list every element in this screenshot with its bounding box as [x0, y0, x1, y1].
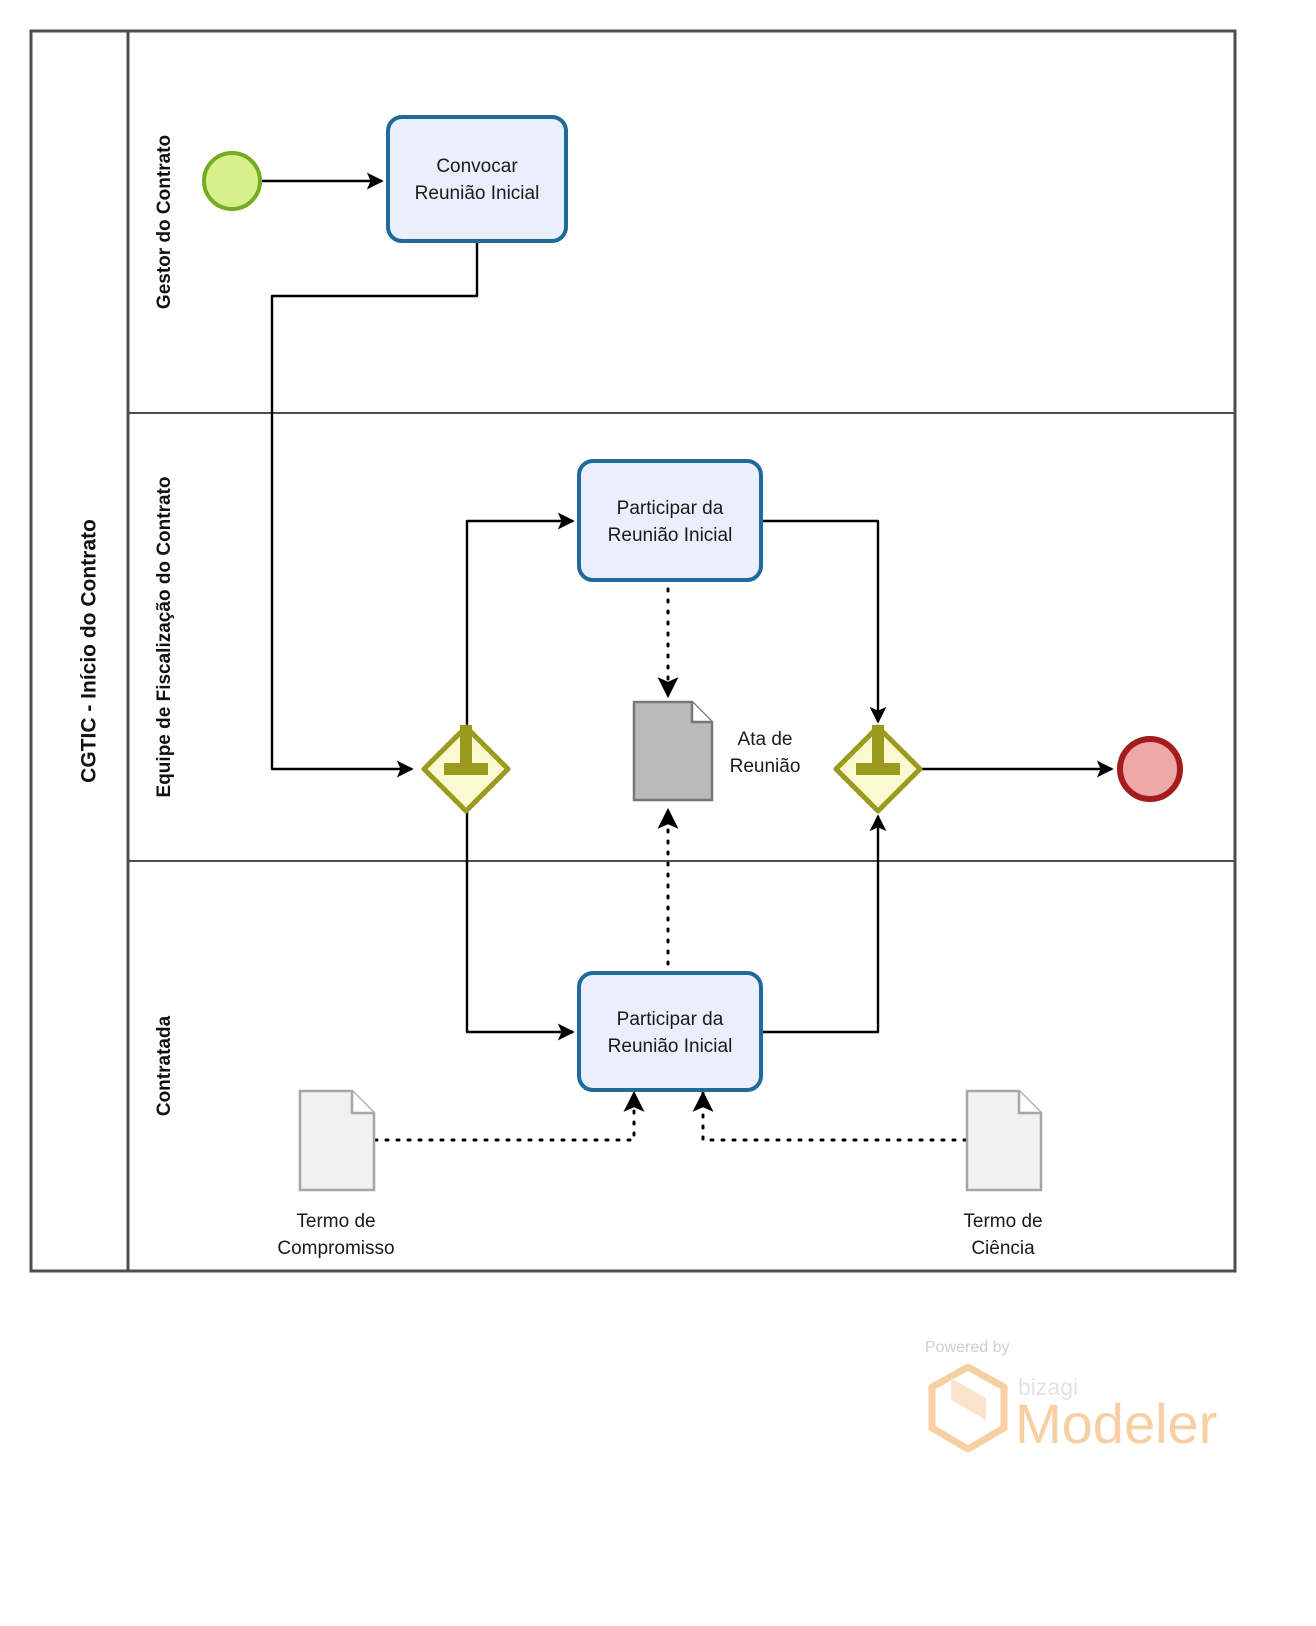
- powered-by-label: Powered by: [925, 1339, 1010, 1356]
- lane-contratada-label: Contratada: [154, 1015, 175, 1116]
- bizagi-modeler-watermark: Powered by bizagi Modeler: [925, 1339, 1217, 1455]
- data-object-ata-label-line2: Reunião: [730, 756, 801, 777]
- lane-contratada: Contratada: [127, 860, 1236, 1272]
- bizagi-logo-icon: [928, 1363, 1008, 1453]
- flow-split-to-participar-equipe: [465, 512, 575, 727]
- start-event[interactable]: [202, 151, 262, 211]
- assoc-ciencia-to-contratada: [692, 1090, 968, 1142]
- task-participar-reuniao-inicial-equipe[interactable]: Participar da Reunião Inicial: [577, 459, 763, 582]
- task-participar-equipe-label-line2: Reunião Inicial: [608, 525, 733, 546]
- task-participar-reuniao-inicial-contratada[interactable]: Participar da Reunião Inicial: [577, 971, 763, 1092]
- data-object-ciencia-label-line1: Termo de: [963, 1211, 1042, 1232]
- gateway-parallel-join[interactable]: [833, 724, 923, 814]
- pool-title: CGTIC - Início do Contrato: [78, 519, 101, 783]
- modeler-wordmark: Modeler: [1015, 1392, 1217, 1455]
- data-object-ata-label-line1: Ata de: [738, 729, 793, 750]
- task-convocar-label-line1: Convocar: [436, 156, 518, 177]
- plus-icon: [856, 725, 900, 775]
- flow-participar-equipe-to-join: [762, 519, 887, 724]
- task-convocar-reuniao-inicial[interactable]: Convocar Reunião Inicial: [386, 115, 568, 243]
- task-participar-contratada-label-line2: Reunião Inicial: [608, 1036, 733, 1057]
- data-object-termo-de-compromisso[interactable]: Termo de Compromisso: [277, 1089, 395, 1259]
- data-object-compromisso-label-line1: Termo de: [296, 1211, 375, 1232]
- data-object-termo-de-ciencia[interactable]: Termo de Ciência: [963, 1089, 1043, 1259]
- flow-split-to-participar-contratada: [465, 811, 575, 1041]
- data-object-ata-de-reuniao[interactable]: Ata de Reunião: [632, 700, 801, 802]
- flow-convocar-to-split: [270, 240, 479, 778]
- task-convocar-label-line2: Reunião Inicial: [415, 183, 540, 204]
- bizagi-wordmark: bizagi: [1018, 1374, 1078, 1400]
- task-participar-equipe-label-line1: Participar da: [617, 498, 724, 519]
- end-event[interactable]: [1117, 736, 1183, 802]
- lane-gestor-label: Gestor do Contrato: [154, 135, 175, 309]
- flow-participar-contratada-to-join: [762, 814, 887, 1034]
- data-object-ciencia-label-line2: Ciência: [971, 1238, 1035, 1259]
- plus-icon: [444, 725, 488, 775]
- task-participar-contratada-label-line1: Participar da: [617, 1009, 724, 1030]
- gateway-parallel-split[interactable]: [421, 724, 511, 814]
- data-object-compromisso-label-line2: Compromisso: [277, 1238, 394, 1259]
- lane-equipe-label: Equipe de Fiscalização do Contrato: [154, 477, 175, 798]
